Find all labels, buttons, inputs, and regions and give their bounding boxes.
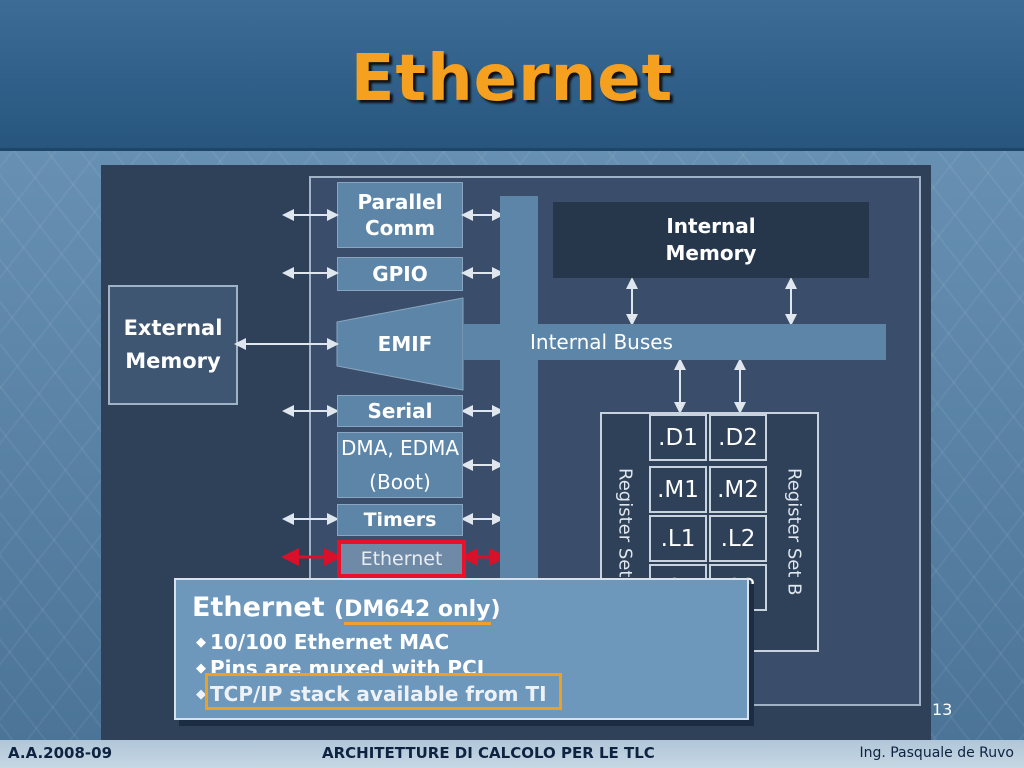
internal-buses-label: Internal Buses bbox=[530, 330, 673, 354]
slide-footer: A.A.2008-09 ARCHITETTURE DI CALCOLO PER … bbox=[0, 740, 1024, 768]
internal-memory-line1: Internal bbox=[666, 214, 756, 238]
callout-paren-close: ) bbox=[490, 597, 501, 622]
callout-title: Ethernet (DM642 only) bbox=[192, 592, 501, 625]
ethernet-block-highlighted: Ethernet bbox=[337, 540, 466, 578]
callout-model: DM642 only bbox=[344, 597, 491, 625]
internal-memory-line2: Memory bbox=[665, 241, 757, 265]
footer-academic-year: A.A.2008-09 bbox=[8, 744, 113, 762]
boot-label: (Boot) bbox=[369, 470, 431, 494]
footer-author: Ing. Pasquale de Ruvo bbox=[859, 745, 1014, 761]
parallel-comm-line1: Parallel bbox=[357, 190, 443, 214]
ethernet-callout: Ethernet (DM642 only) ◆ 10/100 Ethernet M… bbox=[174, 578, 749, 720]
callout-bullet: ◆ 10/100 Ethernet MAC bbox=[196, 630, 449, 654]
diamond-bullet-icon: ◆ bbox=[196, 687, 206, 702]
diamond-bullet-icon: ◆ bbox=[196, 661, 206, 676]
orange-highlight-box bbox=[205, 673, 562, 710]
dma-edma-block: DMA, EDMA (Boot) bbox=[337, 432, 463, 498]
callout-bullet: ◆ Pins are muxed with PCI bbox=[196, 656, 484, 680]
unit-m1: .M1 bbox=[649, 466, 707, 513]
register-set-b: Register Set B bbox=[783, 468, 805, 596]
unit-m2: .M2 bbox=[709, 466, 767, 513]
internal-memory-block: Internal Memory bbox=[553, 202, 869, 278]
unit-d2: .D2 bbox=[709, 414, 767, 461]
bullet-text: 10/100 Ethernet MAC bbox=[210, 630, 450, 654]
external-memory-line1: External bbox=[123, 316, 223, 340]
footer-course-title: ARCHITETTURE DI CALCOLO PER LE TLC bbox=[322, 744, 655, 762]
emif-label: EMIF bbox=[377, 332, 433, 356]
gpio-block: GPIO bbox=[337, 257, 463, 291]
parallel-comm-line2: Comm bbox=[364, 216, 436, 240]
bullet-text: Pins are muxed with PCI bbox=[210, 656, 485, 680]
unit-l1: .L1 bbox=[649, 515, 707, 562]
serial-block: Serial bbox=[337, 395, 463, 427]
timers-block: Timers bbox=[337, 504, 463, 536]
register-set-a: Register Set A bbox=[614, 468, 636, 596]
emif-shape bbox=[336, 297, 464, 391]
internal-buses-bar: Internal Buses bbox=[463, 324, 886, 360]
callout-title-text: Ethernet bbox=[192, 592, 325, 623]
unit-d1: .D1 bbox=[649, 414, 707, 461]
slide-header bbox=[0, 0, 1024, 151]
unit-l2: .L2 bbox=[709, 515, 767, 562]
diamond-bullet-icon: ◆ bbox=[196, 635, 206, 650]
external-memory-block: External Memory bbox=[108, 285, 238, 405]
callout-paren-open: ( bbox=[334, 597, 345, 622]
dma-edma-label: DMA, EDMA bbox=[340, 436, 460, 460]
bullet-text: TCP/IP stack available from TI bbox=[210, 682, 547, 706]
external-memory-line2: Memory bbox=[125, 349, 221, 373]
page-number: 13 bbox=[932, 700, 953, 719]
slide-title: Ethernet bbox=[350, 42, 674, 116]
callout-bullet: ◆ TCP/IP stack available from TI bbox=[196, 682, 547, 706]
